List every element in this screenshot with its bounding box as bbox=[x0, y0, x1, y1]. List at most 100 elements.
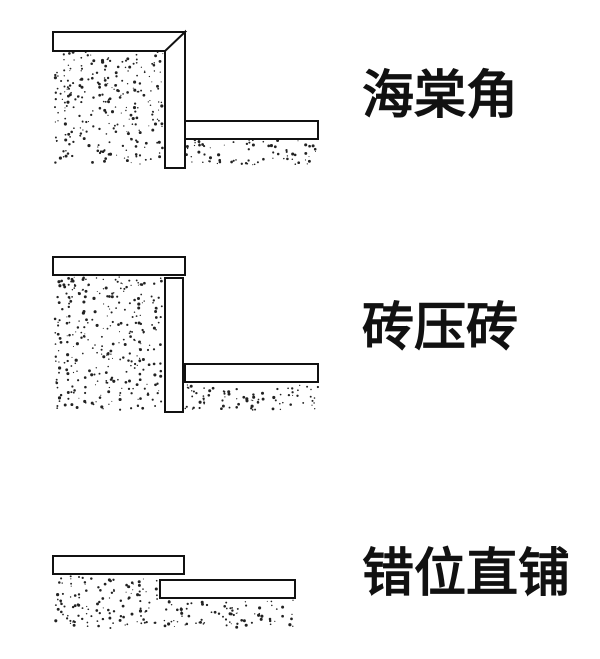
concrete-speckle bbox=[119, 614, 123, 618]
concrete-speckle bbox=[151, 398, 154, 401]
concrete-speckle bbox=[127, 156, 129, 158]
concrete-speckle bbox=[120, 282, 122, 284]
concrete-speckle bbox=[109, 308, 111, 310]
concrete-speckle bbox=[80, 56, 83, 59]
concrete-speckle bbox=[100, 335, 103, 338]
concrete-speckle bbox=[247, 159, 250, 162]
concrete-speckle bbox=[82, 300, 86, 304]
concrete-speckle bbox=[276, 387, 279, 391]
concrete-speckle bbox=[299, 384, 301, 387]
concrete-speckle bbox=[191, 395, 194, 398]
concrete-speckle bbox=[129, 335, 132, 338]
concrete-speckle bbox=[190, 602, 193, 605]
concrete-speckle bbox=[54, 331, 57, 334]
concrete-speckle bbox=[57, 396, 62, 400]
concrete-speckle bbox=[140, 343, 142, 345]
concrete-speckle bbox=[100, 348, 103, 351]
concrete-speckle bbox=[62, 155, 65, 158]
concrete-speckle bbox=[146, 383, 148, 385]
concrete-speckle bbox=[90, 62, 93, 66]
concrete-speckle bbox=[102, 408, 104, 410]
concrete-speckle bbox=[118, 96, 122, 99]
concrete-speckle bbox=[135, 155, 138, 158]
concrete-speckle bbox=[128, 279, 131, 282]
concrete-speckle bbox=[292, 394, 294, 396]
concrete-speckle bbox=[221, 404, 225, 408]
concrete-speckle bbox=[66, 340, 69, 344]
concrete-speckle bbox=[123, 308, 126, 311]
concrete-speckle bbox=[106, 76, 110, 80]
concrete-speckle bbox=[155, 579, 158, 582]
concrete-speckle bbox=[115, 307, 117, 309]
concrete-speckle bbox=[138, 378, 142, 382]
concrete-speckle bbox=[67, 614, 69, 617]
concrete-speckle bbox=[80, 331, 83, 334]
concrete-speckle bbox=[116, 65, 120, 69]
concrete-speckle bbox=[97, 586, 100, 589]
concrete-speckle bbox=[124, 59, 128, 62]
concrete-speckle bbox=[293, 153, 297, 157]
concrete-speckle bbox=[69, 136, 71, 138]
concrete-speckle bbox=[81, 607, 84, 610]
concrete-speckle bbox=[203, 399, 205, 401]
concrete-speckle bbox=[262, 157, 265, 161]
concrete-speckle bbox=[125, 149, 128, 152]
concrete-speckle bbox=[114, 71, 118, 75]
concrete-speckle bbox=[151, 128, 155, 132]
concrete-speckle bbox=[130, 592, 132, 594]
concrete-speckle bbox=[270, 600, 273, 603]
concrete-speckle bbox=[122, 93, 124, 95]
concrete-speckle bbox=[131, 316, 134, 318]
concrete-speckle bbox=[56, 593, 60, 597]
concrete-speckle bbox=[159, 369, 163, 373]
concrete-speckle bbox=[151, 113, 154, 116]
concrete-speckle bbox=[56, 87, 59, 90]
concrete-speckle bbox=[282, 401, 284, 404]
concrete-speckle bbox=[235, 406, 238, 409]
concrete-speckle bbox=[54, 355, 57, 358]
concrete-speckle bbox=[133, 298, 136, 302]
concrete-speckle bbox=[99, 150, 103, 153]
concrete-speckle bbox=[211, 386, 215, 390]
concrete-speckle bbox=[105, 381, 108, 384]
concrete-speckle bbox=[242, 395, 246, 399]
concrete-speckle bbox=[85, 130, 88, 133]
concrete-speckle bbox=[140, 66, 143, 68]
concrete-speckle bbox=[90, 577, 93, 580]
concrete-speckle bbox=[92, 125, 95, 128]
concrete-speckle bbox=[153, 282, 156, 285]
concrete-speckle bbox=[74, 358, 78, 362]
concrete-speckle bbox=[124, 624, 126, 626]
concrete-speckle bbox=[78, 320, 80, 322]
concrete-speckle bbox=[190, 155, 193, 158]
concrete-speckle bbox=[104, 371, 108, 374]
concrete-speckle bbox=[314, 408, 316, 410]
concrete-speckle bbox=[125, 583, 128, 587]
concrete-speckle bbox=[235, 625, 239, 629]
concrete-speckle bbox=[161, 125, 163, 128]
concrete-speckle bbox=[104, 111, 108, 114]
concrete-speckle bbox=[144, 611, 146, 613]
concrete-speckle bbox=[85, 589, 88, 592]
concrete-speckle bbox=[84, 333, 86, 335]
concrete-speckle bbox=[72, 345, 75, 348]
concrete-speckle bbox=[191, 408, 194, 410]
concrete-speckle bbox=[138, 82, 142, 85]
concrete-speckle bbox=[232, 159, 235, 162]
concrete-speckle bbox=[159, 362, 162, 365]
concrete-speckle bbox=[111, 292, 114, 295]
concrete-speckle bbox=[118, 397, 122, 402]
concrete-speckle bbox=[114, 106, 117, 108]
concrete-speckle bbox=[185, 607, 188, 610]
concrete-speckle bbox=[208, 389, 212, 393]
concrete-speckle bbox=[260, 614, 264, 618]
concrete-speckle bbox=[107, 305, 110, 308]
concrete-speckle bbox=[110, 295, 114, 299]
concrete-speckle bbox=[154, 587, 158, 591]
concrete-speckle bbox=[232, 141, 235, 144]
concrete-speckle bbox=[282, 615, 284, 618]
concrete-speckle bbox=[134, 339, 136, 342]
concrete-speckle bbox=[55, 381, 57, 383]
concrete-speckle bbox=[143, 71, 146, 74]
concrete-speckle bbox=[54, 619, 58, 623]
